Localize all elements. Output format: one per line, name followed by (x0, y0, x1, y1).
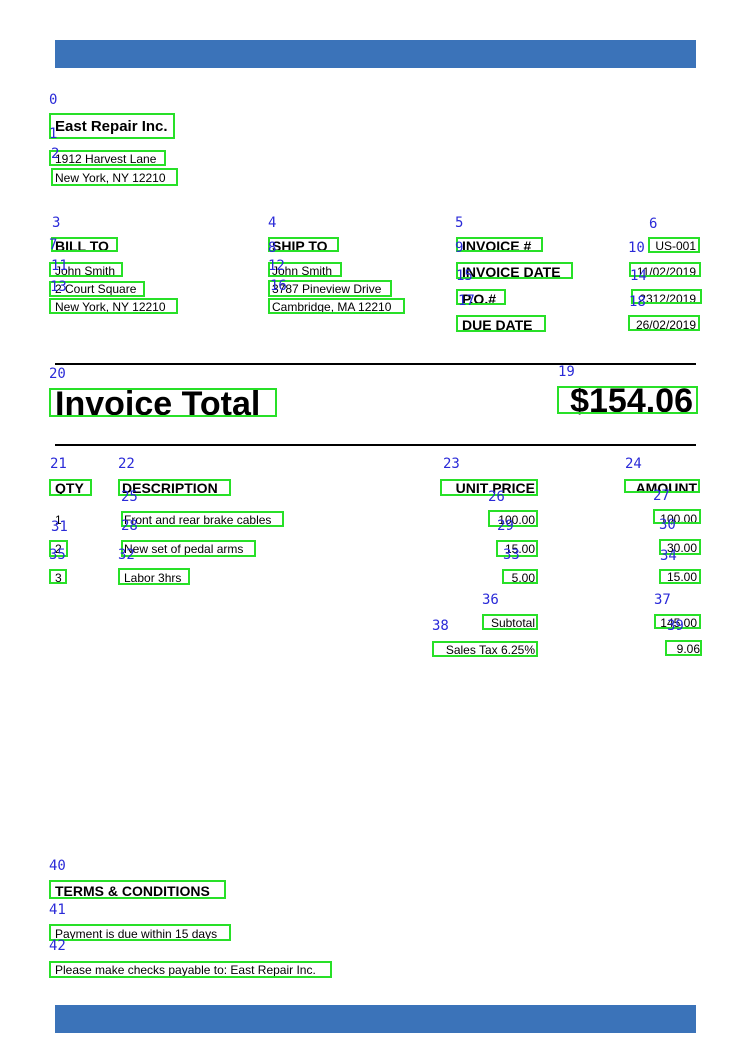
ship-to-address-line2: Cambridge, MA 12210 (272, 300, 392, 314)
po-value: 2312/2019 (639, 292, 696, 306)
seller-address-line2: New York, NY 12210 (55, 171, 166, 185)
annotation-index-label: 21 (50, 456, 67, 472)
annotation-index-label: 8 (268, 240, 277, 256)
ship-to-name: John Smith (272, 264, 333, 278)
annotation-index-label: 18 (629, 294, 646, 310)
ship-to-heading: SHIP TO (272, 238, 328, 254)
qty-header: QTY (55, 480, 84, 496)
row-qty: 3 (55, 571, 62, 585)
annotation-index-label: 7 (49, 237, 58, 253)
description-header: DESCRIPTION (122, 480, 218, 496)
annotation-index-label: 6 (649, 216, 658, 232)
annotation-index-label: 36 (482, 592, 499, 608)
annotation-index-label: 24 (625, 456, 642, 472)
subtotal-value: 145.00 (660, 616, 697, 630)
terms-heading: TERMS & CONDITIONS (55, 883, 210, 899)
due-date-label: DUE DATE (462, 317, 533, 333)
annotation-index-label: 40 (49, 858, 66, 874)
subtotal-label: Subtotal (490, 616, 535, 630)
annotation-index-label: 37 (654, 592, 671, 608)
annotation-index-label: 4 (268, 215, 277, 231)
annotation-index-label: 9 (455, 240, 464, 256)
annotation-index-label: 27 (653, 488, 670, 504)
footer-band (55, 1005, 696, 1033)
annotation-index-label: 41 (49, 902, 66, 918)
bill-to-address-line2: New York, NY 12210 (55, 300, 166, 314)
annotation-index-label: 31 (51, 519, 68, 535)
annotation-index-label: 5 (455, 215, 464, 231)
annotation-index-label: 10 (628, 240, 645, 256)
bill-to-address-line1: 2 Court Square (55, 282, 137, 296)
unit-price-header: UNIT PRICE (455, 480, 535, 496)
annotation-index-label: 29 (497, 518, 514, 534)
annotation-index-label: 39 (667, 618, 684, 634)
invoice-total-value: $154.06 (570, 382, 693, 420)
terms-line-2: Please make checks payable to: East Repa… (55, 963, 316, 977)
terms-line-1: Payment is due within 15 days (55, 927, 218, 941)
annotation-index-label: 19 (558, 364, 575, 380)
row-description: New set of pedal arms (124, 542, 244, 556)
annotation-index-label: 20 (49, 366, 66, 382)
annotation-index-label: 28 (121, 518, 138, 534)
annotation-index-label: 38 (432, 618, 449, 634)
row-unit-price: 15.00 (504, 542, 535, 556)
sales-tax-value: 9.06 (676, 642, 700, 656)
annotation-index-label: 14 (630, 268, 647, 284)
annotation-index-label: 11 (51, 258, 68, 274)
annotation-index-label: 42 (49, 938, 66, 954)
annotation-index-label: 0 (49, 92, 58, 108)
row-amount: 15.00 (666, 570, 697, 584)
annotation-index-label: 16 (270, 278, 287, 294)
row-unit-price: 5.00 (511, 571, 535, 585)
annotation-index-label: 15 (456, 268, 473, 284)
header-band (55, 40, 696, 68)
invoice-number-value: US-001 (655, 239, 696, 253)
annotation-index-label: 1 (49, 126, 58, 142)
invoice-number-label: INVOICE # (462, 238, 532, 254)
annotation-index-label: 30 (659, 517, 676, 533)
annotation-index-label: 13 (50, 279, 67, 295)
invoice-date-label: INVOICE DATE (462, 264, 561, 280)
row-qty: 1 (55, 513, 62, 527)
annotation-index-label: 2 (51, 146, 60, 162)
annotation-index-label: 22 (118, 456, 135, 472)
due-date-value: 26/02/2019 (635, 318, 696, 332)
annotation-index-label: 23 (443, 456, 460, 472)
annotation-index-label: 33 (503, 547, 520, 563)
row-qty: 2 (55, 542, 62, 556)
annotation-index-label: 32 (118, 547, 135, 563)
annotation-index-label: 26 (488, 489, 505, 505)
annotation-index-label: 17 (458, 293, 475, 309)
seller-name: East Repair Inc. (55, 118, 168, 135)
ship-to-address-line1: 3787 Pineview Drive (272, 282, 382, 296)
row-amount: 30.00 (666, 541, 697, 555)
total-rule-bottom (55, 444, 696, 446)
row-unit-price: 100.00 (498, 513, 535, 527)
annotation-index-label: 35 (49, 547, 66, 563)
bill-to-heading: BILL TO (55, 238, 109, 254)
invoice-total-label: Invoice Total (55, 385, 261, 423)
seller-address-line1: 1912 Harvest Lane (55, 152, 157, 166)
row-description: Front and rear brake cables (124, 513, 272, 527)
annotation-index-label: 12 (268, 258, 285, 274)
annotation-index-label: 25 (121, 489, 138, 505)
annotation-index-label: 34 (660, 548, 677, 564)
sales-tax-label: Sales Tax 6.25% (445, 643, 535, 657)
row-description: Labor 3hrs (124, 571, 182, 585)
bill-to-name: John Smith (55, 264, 116, 278)
total-rule-top (55, 363, 696, 365)
annotation-index-label: 3 (52, 215, 61, 231)
